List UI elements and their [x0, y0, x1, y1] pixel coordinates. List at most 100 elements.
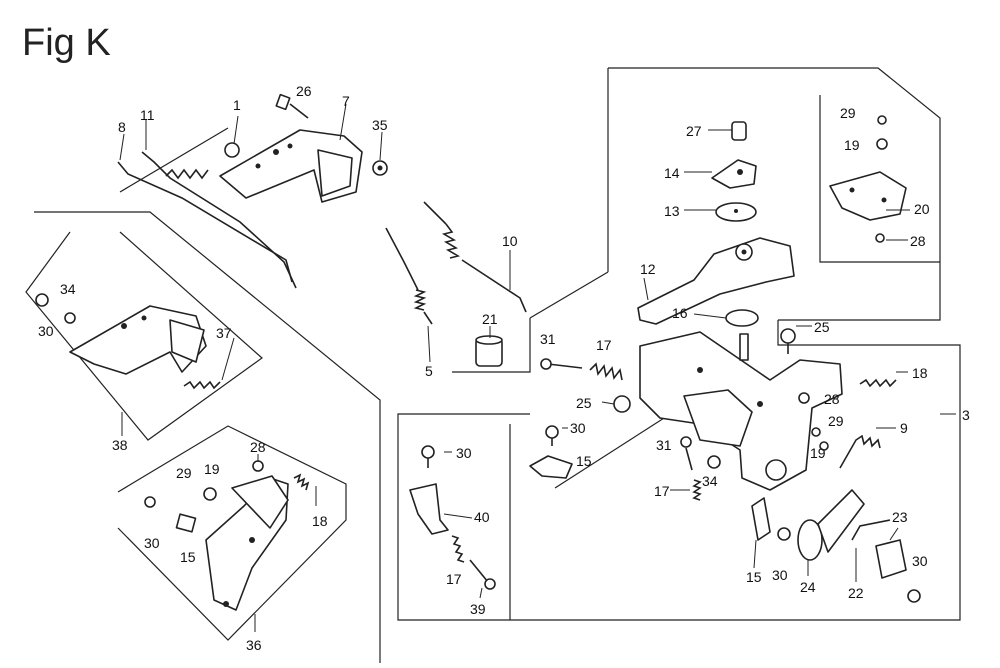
callout-29-b: 29	[840, 105, 856, 121]
control-lever-12	[637, 237, 795, 325]
callout-15-a: 15	[180, 549, 196, 565]
callout-20: 20	[914, 201, 930, 217]
leader-lines	[119, 103, 956, 632]
callout-40: 40	[474, 509, 490, 525]
spring-10	[423, 201, 527, 313]
callout-28-b: 28	[910, 233, 926, 249]
callout-23: 23	[892, 509, 908, 525]
callout-13: 13	[664, 203, 680, 219]
assembly-38	[35, 293, 221, 390]
washer-16	[725, 309, 759, 327]
clip-15-c	[751, 497, 771, 541]
callout-17-a: 17	[596, 337, 612, 353]
callout-31-a: 31	[540, 331, 556, 347]
callout-17-c: 17	[654, 483, 670, 499]
knob-24	[797, 489, 865, 561]
callout-5: 5	[425, 363, 433, 379]
screw-39	[469, 559, 496, 590]
nut-27	[731, 121, 747, 141]
callout-7: 7	[342, 93, 350, 109]
screw-31-b	[680, 436, 693, 471]
bracket-20	[829, 115, 907, 243]
washer-13	[715, 202, 757, 222]
holder-23	[875, 539, 907, 579]
callout-30-e: 30	[912, 553, 928, 569]
callout-27: 27	[686, 123, 702, 139]
callout-19-c: 19	[810, 445, 826, 461]
callout-15-b: 15	[576, 453, 592, 469]
spring-18-b	[859, 378, 897, 388]
callout-1: 1	[233, 97, 241, 113]
callout-36: 36	[246, 637, 262, 653]
callout-21: 21	[482, 311, 498, 327]
link-22	[851, 519, 891, 541]
callout-30-b: 30	[144, 535, 160, 551]
callout-11: 11	[140, 107, 155, 123]
callout-30-c: 30	[570, 420, 586, 436]
spring-9	[839, 434, 881, 469]
callout-35: 35	[372, 117, 388, 133]
bolt-25-a	[780, 328, 796, 354]
callout-34-a: 34	[60, 281, 76, 297]
callout-30-a: 30	[38, 323, 54, 339]
callout-19-b: 19	[844, 137, 860, 153]
figure-title: Fig K	[22, 22, 111, 64]
callout-29-a: 29	[176, 465, 192, 481]
collar-21	[475, 335, 503, 367]
callout-labels: 1 26 7 35 8 11 10 21 5 34 30 37 38 28 29…	[38, 83, 970, 653]
nut-35	[372, 160, 388, 176]
callout-26: 26	[296, 83, 312, 99]
screw-31-a	[540, 358, 583, 370]
governor-base-3	[639, 331, 843, 491]
spring-17-a	[589, 362, 623, 381]
nut-1	[224, 142, 240, 158]
callout-30-f: 30	[772, 567, 788, 583]
callout-29-c: 29	[828, 413, 844, 429]
callout-39: 39	[470, 601, 486, 617]
rod-11	[141, 151, 297, 289]
callout-28-c: 28	[824, 391, 840, 407]
callout-37: 37	[216, 325, 232, 341]
callout-16: 16	[672, 305, 688, 321]
callout-18-b: 18	[912, 365, 928, 381]
callout-15-c: 15	[746, 569, 762, 585]
callout-19-a: 19	[204, 461, 220, 477]
bolt-30-d	[421, 445, 435, 468]
callout-12: 12	[640, 261, 656, 277]
callout-28-a: 28	[250, 439, 266, 455]
bolt-25-b	[613, 395, 631, 413]
callout-30-d: 30	[456, 445, 472, 461]
callout-22: 22	[848, 585, 864, 601]
callout-17-b: 17	[446, 571, 462, 587]
callout-8: 8	[118, 119, 126, 135]
callout-24: 24	[800, 579, 816, 595]
spring-17-b	[451, 535, 465, 563]
assembly-36	[144, 460, 310, 611]
lever-14	[711, 159, 757, 189]
clip-15-b	[529, 455, 573, 479]
callout-14: 14	[664, 165, 680, 181]
spring-17-c	[692, 479, 702, 501]
callout-9: 9	[900, 420, 908, 436]
control-bracket-7	[219, 129, 363, 203]
callout-38: 38	[112, 437, 128, 453]
callout-18-a: 18	[312, 513, 328, 529]
nut-30-f	[777, 527, 791, 541]
callout-3: 3	[962, 407, 970, 423]
callout-25-a: 25	[814, 319, 830, 335]
callout-10: 10	[502, 233, 518, 249]
bolt-30-c	[545, 425, 559, 446]
rod-8	[117, 161, 293, 283]
callout-25-b: 25	[576, 395, 592, 411]
callout-34-b: 34	[702, 473, 718, 489]
bracket-40	[409, 483, 449, 535]
bolt-26	[275, 93, 309, 119]
nut-34	[707, 455, 721, 469]
parts-28-29-19	[798, 392, 829, 451]
spring-5	[385, 227, 433, 325]
screw-30-e	[907, 589, 921, 603]
callout-31-b: 31	[656, 437, 672, 453]
frame-lines	[25, 67, 961, 663]
